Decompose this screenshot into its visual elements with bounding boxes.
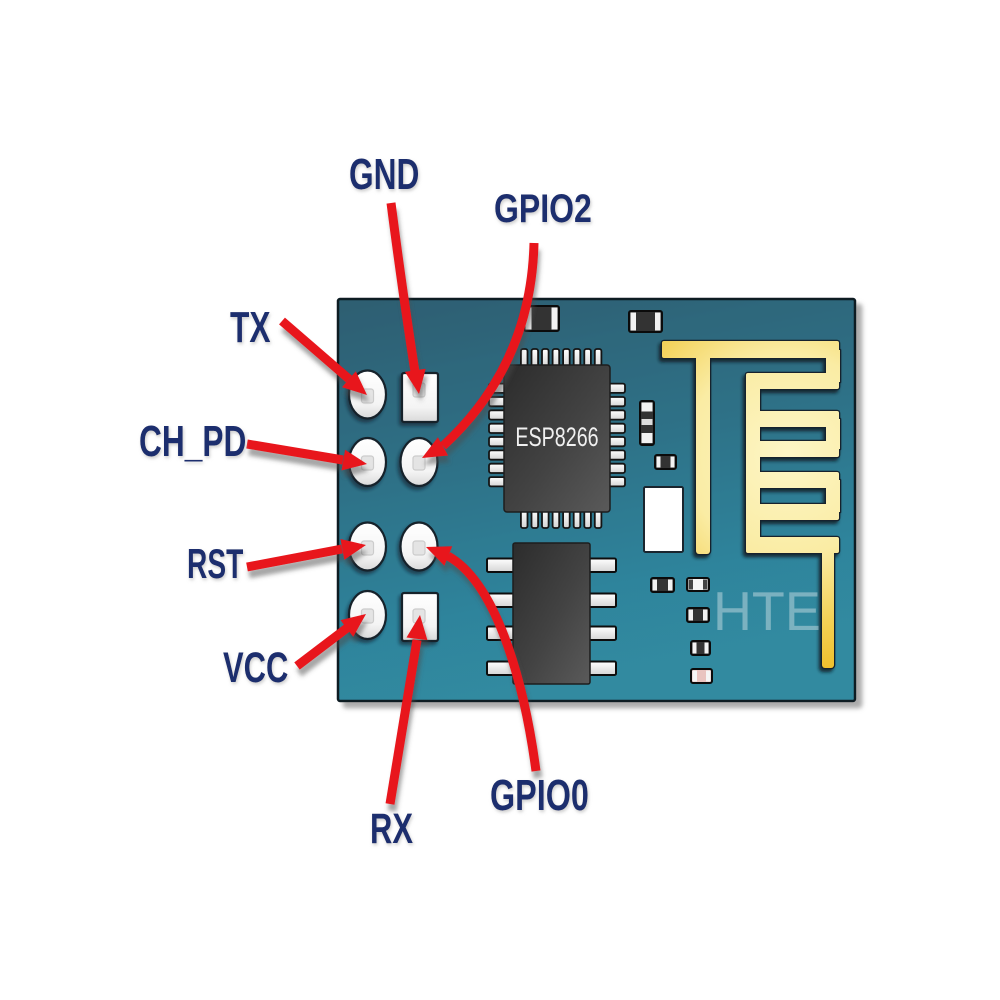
svg-text:HTE: HTE <box>713 581 821 643</box>
svg-text:TX: TX <box>230 303 271 352</box>
svg-text:RX: RX <box>370 804 413 852</box>
svg-text:ESP8266: ESP8266 <box>515 423 598 453</box>
svg-text:RST: RST <box>187 540 243 587</box>
svg-text:VCC: VCC <box>223 643 288 691</box>
svg-text:GPIO2: GPIO2 <box>494 186 592 231</box>
svg-text:CH_PD: CH_PD <box>139 417 246 466</box>
svg-text:GND: GND <box>349 150 419 199</box>
svg-text:GPIO0: GPIO0 <box>490 771 589 820</box>
